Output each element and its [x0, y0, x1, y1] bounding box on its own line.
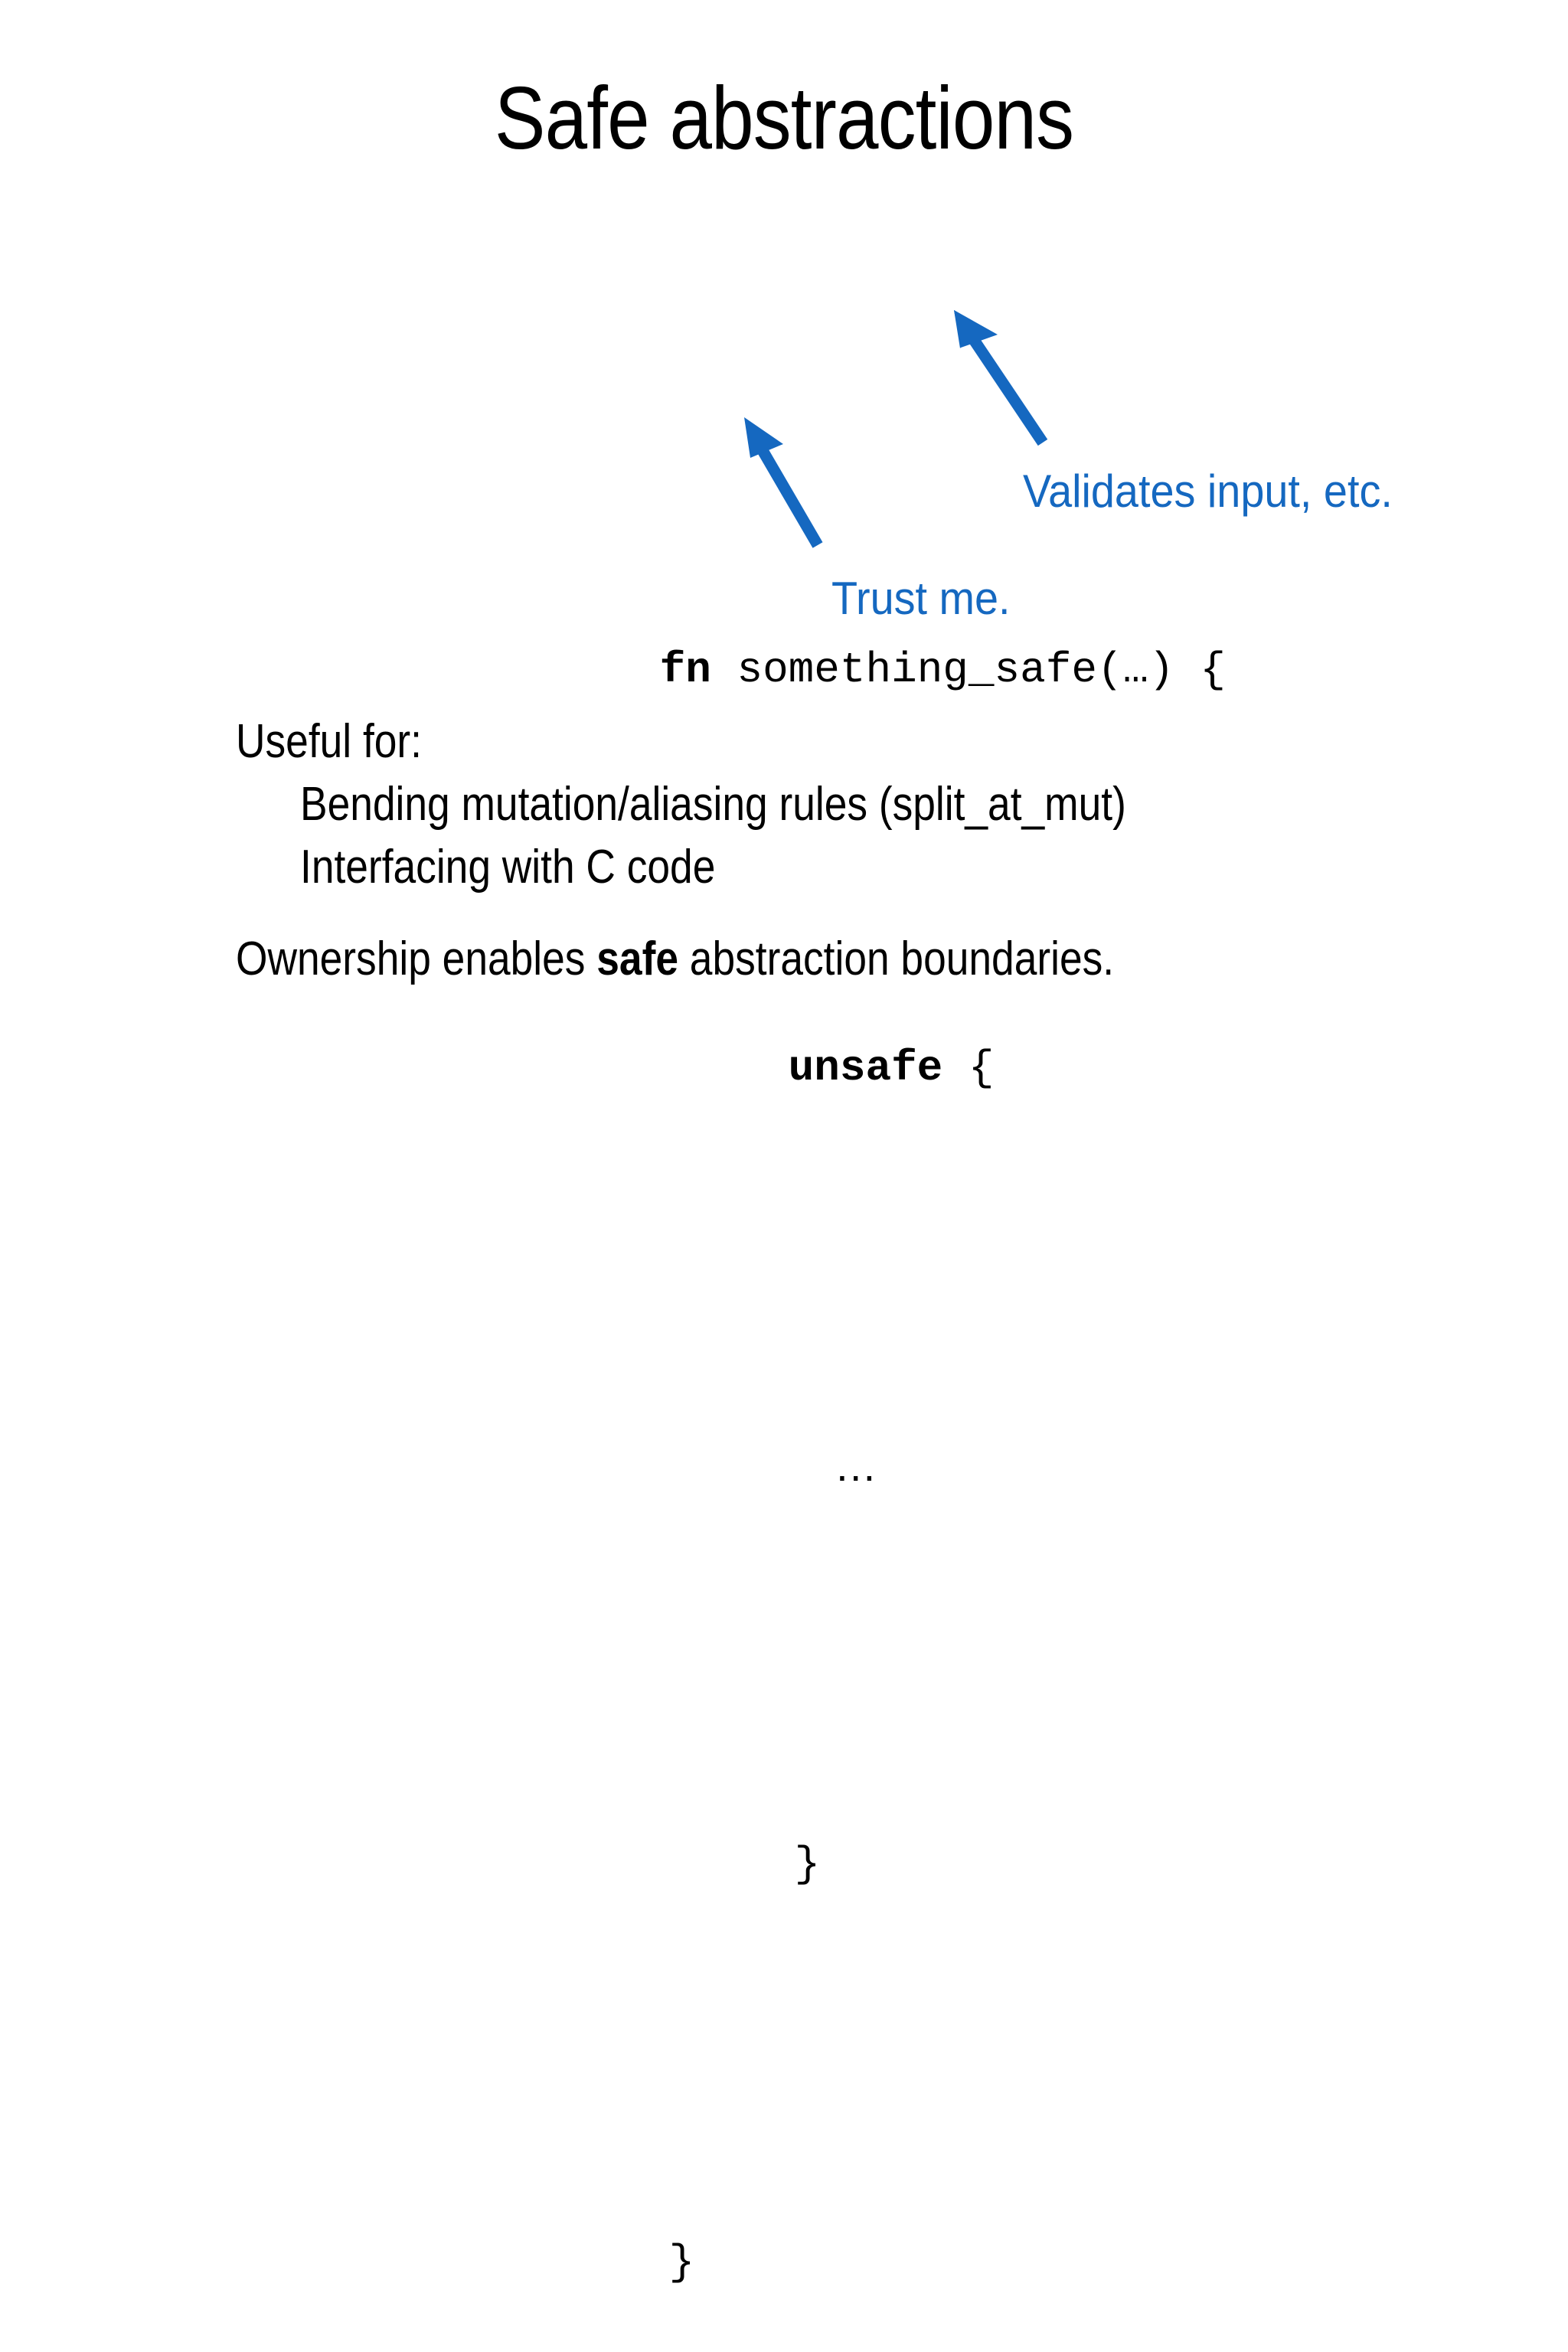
code-line-1-rest: something_safe(…) {	[710, 645, 1226, 694]
code-keyword-unsafe: unsafe	[788, 1044, 943, 1093]
closing-emphasis: safe	[596, 933, 678, 985]
code-line-5: }	[505, 2113, 1226, 2287]
code-keyword-fn: fn	[659, 645, 711, 694]
code-outer-close-brace: }	[668, 2238, 695, 2287]
code-line-1: fn something_safe(…) {	[505, 521, 1226, 694]
code-line-3: …	[505, 1317, 1226, 1490]
annotation-trust-me: Trust me.	[831, 573, 1011, 624]
closing-statement: Ownership enables safe abstraction bound…	[236, 936, 1114, 983]
code-line-2: unsafe {	[505, 919, 1226, 1093]
closing-suffix: abstraction boundaries.	[678, 933, 1115, 985]
list-item: Bending mutation/aliasing rules (split_a…	[300, 778, 1126, 831]
code-line-4: }	[505, 1715, 1226, 1889]
code-body-ellipsis: …	[834, 1442, 878, 1490]
closing-prefix: Ownership enables	[236, 933, 597, 985]
useful-for-label: Useful for:	[236, 715, 422, 768]
code-inner-close-brace: }	[794, 1840, 821, 1889]
code-block: fn something_safe(…) { unsafe { … } }	[505, 222, 1226, 2352]
page-title: Safe abstractions	[494, 68, 1074, 168]
annotation-validates-input: Validates input, etc.	[1023, 466, 1393, 517]
slide-canvas: Safe abstractions fn something_safe(…) {…	[236, 68, 1393, 2287]
code-line-2-rest: {	[942, 1044, 995, 1093]
list-item: Interfacing with C code	[300, 841, 716, 893]
